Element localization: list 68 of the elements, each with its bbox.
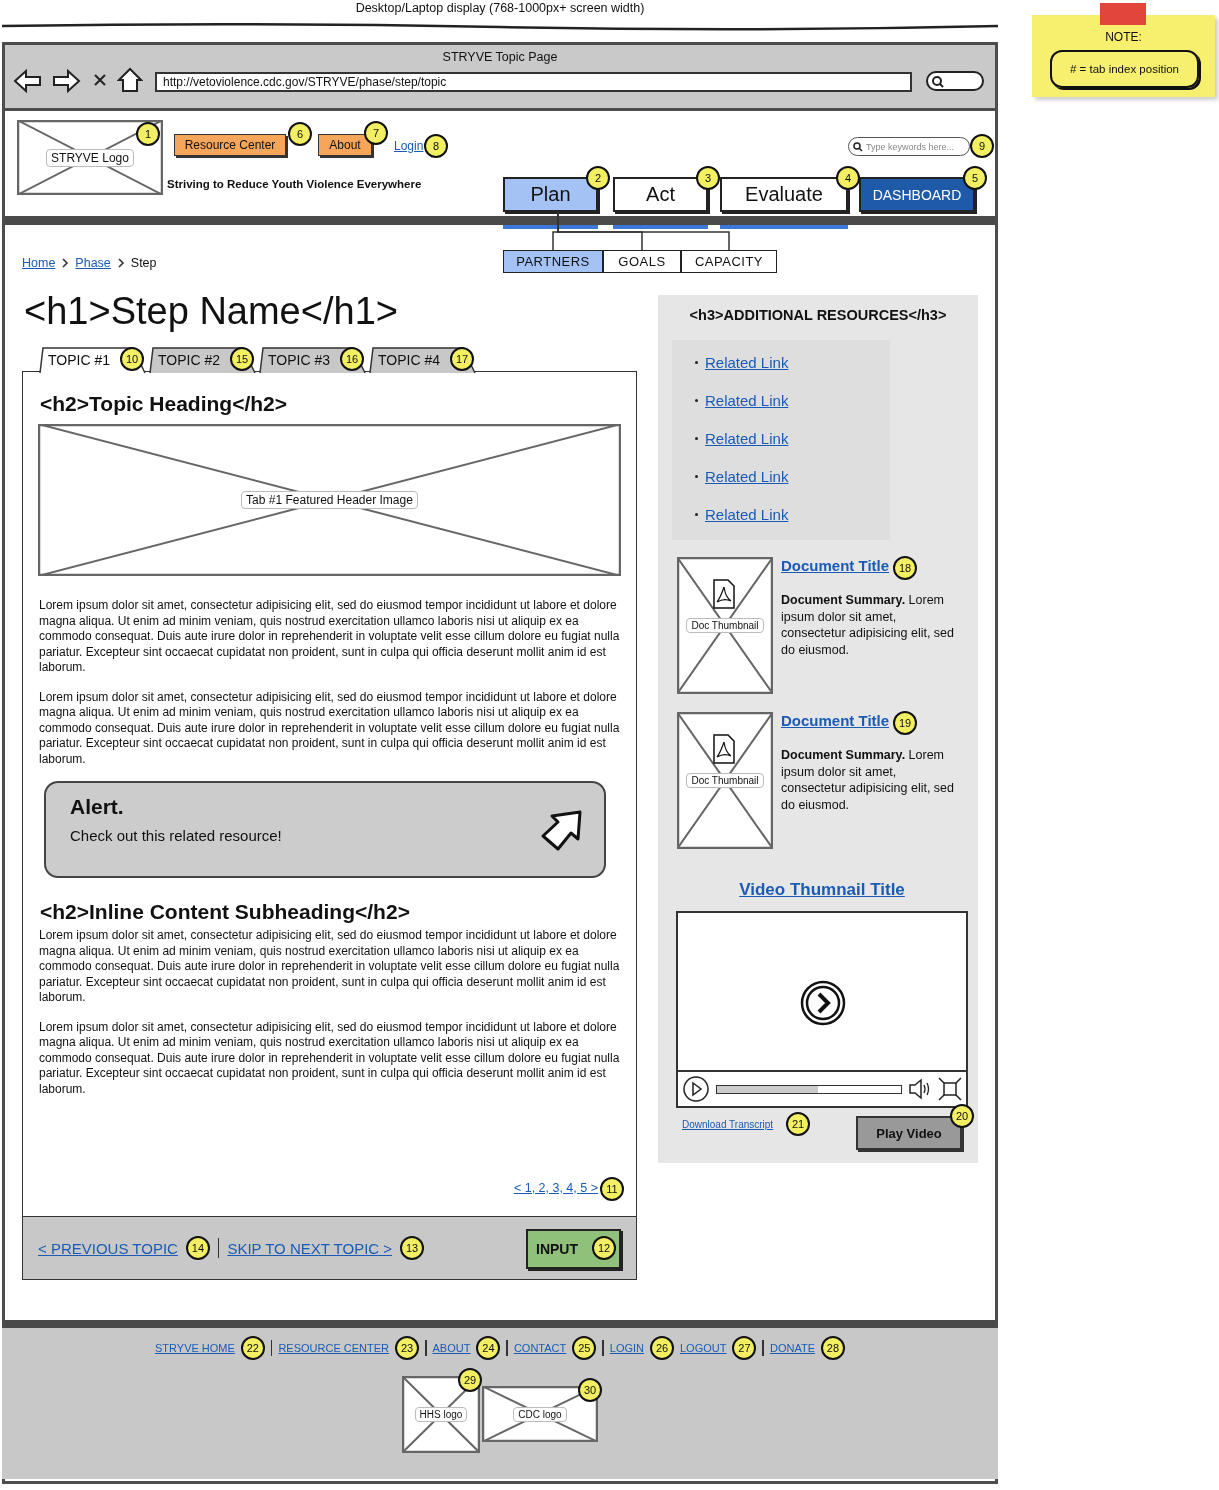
- related-link: Related Link: [705, 429, 789, 447]
- note-heading: NOTE:: [1104, 30, 1143, 44]
- nav-bar: [22, 1216, 637, 1280]
- footer-link: STRYVE HOME: [155, 1342, 235, 1354]
- image-caption: HHS logo: [414, 1407, 468, 1422]
- video-title-link: Video Thumnail Title: [739, 880, 905, 899]
- footer-link: DONATE: [769, 1342, 815, 1354]
- image-frame: [38, 424, 621, 576]
- body-paragraph: Lorem ipsum dolor sit amet, consectetur adipisicing elit, sed do eiusmod tempor incididunt ut labore et dolore magna aliqua. Ut enim ad minim veniam, quis nostrud exercitation ullamco laboris nisi ut aliquip ex ea commodo consequat. Duis aute irure dolor in reprehenderit in voluptate velit esse cillum dolore eu fugiat nulla pariatur. Excepteur sint occaecat cupidatat non proident, sunt in culpa qui officia deserunt mollit anim id est laborum.: [39, 1019, 621, 1097]
- related-link: Related Link: [705, 467, 789, 485]
- content-panel: [22, 371, 637, 1217]
- image-caption: STRYVE Logo: [46, 148, 134, 167]
- sub-nav-tab: GOALS: [603, 250, 681, 273]
- nav-button: About: [318, 134, 372, 156]
- alert-box: [44, 781, 606, 878]
- document-thumbnail: [677, 557, 773, 694]
- document-title-link: Document Title: [781, 557, 891, 574]
- footer-link: LOGIN: [609, 1342, 644, 1354]
- window-title: STRYVE Topic Page: [441, 50, 559, 64]
- related-link: Related Link: [705, 391, 789, 409]
- pagination-links: < 1, 2, 3, 4, 5 >: [513, 1181, 598, 1195]
- footer-link: LOGOUT: [680, 1342, 727, 1354]
- sub-nav-tab: PARTNERS: [503, 250, 603, 273]
- document-summary: Document Summary. Lorem ipsum dolor sit amet, consectetur adipisicing elit, sed do eiusmod.: [781, 592, 955, 658]
- topic-nav-link: SKIP TO NEXT TOPIC >: [227, 1239, 393, 1257]
- document-title-link: Document Title: [781, 712, 891, 729]
- breadcrumb-link: Phase: [75, 256, 111, 270]
- section-heading: <h2>Topic Heading</h2>: [40, 392, 289, 416]
- sub-nav-tab: CAPACITY: [681, 250, 777, 273]
- image-frame: [402, 1376, 480, 1453]
- connector-line: [557, 211, 730, 251]
- login-link: Login: [394, 139, 424, 153]
- links-box: [672, 340, 890, 540]
- nav-button: Resource Center: [174, 134, 286, 156]
- body-paragraph: Lorem ipsum dolor sit amet, consectetur adipisicing elit, sed do eiusmod tempor incididunt ut labore et dolore magna aliqua. Ut enim ad minim veniam, quis nostrud exercitation ullamco laboris nisi ut aliquip ex ea commodo consequat. Duis aute irure dolor in reprehenderit in voluptate velit esse cillum dolore eu fugiat nulla pariatur. Excepteur sint occaecat cupidatat non proident, sunt in culpa qui officia deserunt mollit anim id est laborum.: [39, 689, 621, 767]
- footer-link: ABOUT: [432, 1342, 471, 1354]
- related-link: Related Link: [705, 505, 789, 523]
- document-summary: Document Summary. Lorem ipsum dolor sit amet, consectetur adipisicing elit, sed do eiusmod.: [781, 747, 955, 813]
- tagline: Striving to Reduce Youth Violence Everywhere: [167, 178, 422, 190]
- image-caption: Doc Thumbnail: [686, 618, 764, 633]
- footer-bar: [2, 1328, 998, 1479]
- footer-link: RESOURCE CENTER: [278, 1342, 389, 1354]
- document-thumbnail: [677, 712, 773, 849]
- alert-title: Alert.: [70, 795, 125, 819]
- image-frame: [17, 120, 163, 195]
- section-heading: <h2>Inline Content Subheading</h2>: [40, 900, 411, 924]
- image-caption: CDC logo: [513, 1406, 567, 1422]
- url-field: http://vetoviolence.cdc.gov/STRYVE/phase/step/topic: [155, 72, 912, 92]
- breadcrumb-link: Home: [22, 256, 56, 270]
- footer-link: CONTACT: [513, 1342, 567, 1354]
- search-field: Type keywords here...: [848, 137, 970, 156]
- topic-nav-link: < PREVIOUS TOPIC: [38, 1239, 178, 1257]
- image-frame: [482, 1386, 598, 1442]
- image-caption: Tab #1 Featured Header Image: [241, 491, 418, 509]
- sidebar-heading: <h3>ADDITIONAL RESOURCES</h3>: [688, 307, 948, 323]
- related-link: Related Link: [705, 353, 789, 371]
- download-transcript-link: Download Transcript: [682, 1119, 774, 1130]
- page-title: Desktop/Laptop display (768-1000px+ screen width): [354, 1, 646, 15]
- sidebar-panel: [658, 295, 978, 1163]
- alert-message: Check out this related resource!: [70, 827, 283, 844]
- page-heading: <h1>Step Name</h1>: [24, 290, 398, 333]
- breadcrumb-current: Step: [130, 256, 157, 270]
- body-paragraph: Lorem ipsum dolor sit amet, consectetur adipisicing elit, sed do eiusmod tempor incididunt ut labore et dolore magna aliqua. Ut enim ad minim veniam, quis nostrud exercitation ullamco laboris nisi ut aliquip ex ea commodo consequat. Duis aute irure dolor in reprehenderit in voluptate velit esse cillum dolore eu fugiat nulla pariatur. Excepteur sint occaecat cupidatat non proident, sunt in culpa qui officia deserunt mollit anim id est laborum.: [39, 928, 621, 1006]
- browser-window: [2, 42, 998, 1484]
- video-player: [676, 911, 968, 1108]
- image-caption: Doc Thumbnail: [686, 773, 764, 788]
- note-text: # = tab index position: [1050, 50, 1199, 88]
- body-paragraph: Lorem ipsum dolor sit amet, consectetur adipisicing elit, sed do eiusmod tempor incididunt ut labore et dolore magna aliqua. Ut enim ad minim veniam, quis nostrud exercitation ullamco laboris nisi ut aliquip ex ea commodo consequat. Duis aute irure dolor in reprehenderit in voluptate velit esse cillum dolore eu fugiat nulla pariatur. Excepteur sint occaecat cupidatat non proident, sunt in culpa qui officia deserunt mollit anim id est laborum.: [39, 598, 621, 676]
